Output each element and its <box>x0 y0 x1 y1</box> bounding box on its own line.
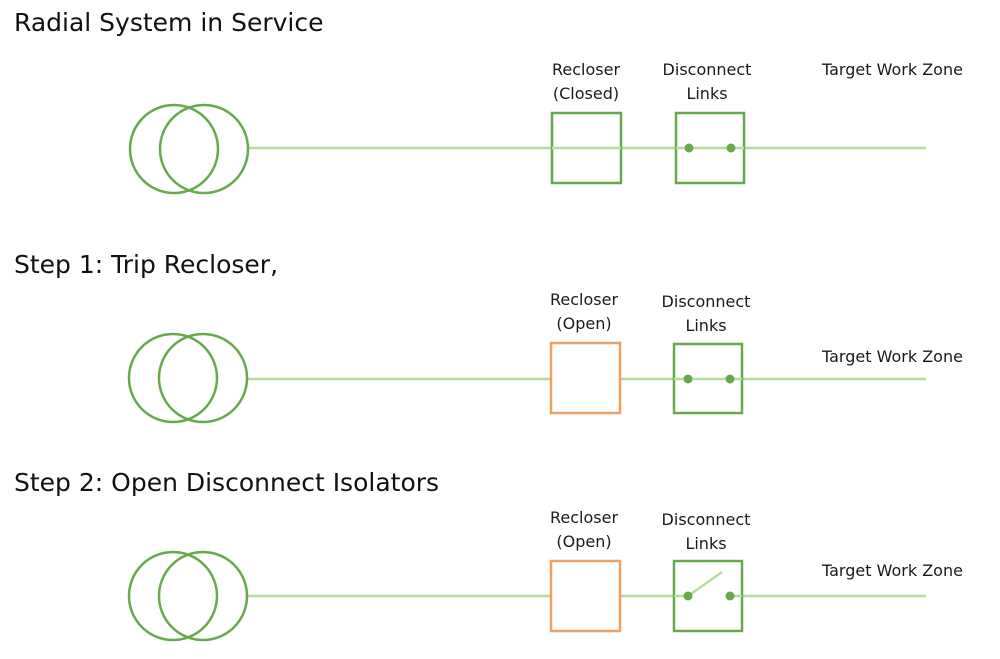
panel-title: Step 2: Open Disconnect Isolators <box>14 468 440 497</box>
recloser-label-line2: (Open) <box>556 532 612 551</box>
panel-step-1: Step 1: Trip Recloser, Recloser (Open) D… <box>14 250 963 366</box>
disconnect-label-line2: Links <box>686 84 728 103</box>
transformer-icon <box>128 103 250 195</box>
panel-title: Radial System in Service <box>14 8 324 37</box>
recloser-label-line1: Recloser <box>549 290 619 309</box>
disconnect-contact-icon <box>725 374 735 384</box>
disconnect-contact-icon <box>726 143 736 153</box>
disconnect-label: Disconnect Links <box>650 290 762 338</box>
circuit-step-1 <box>127 332 926 424</box>
panel-in-service: Radial System in Service Recloser (Close… <box>0 0 1000 230</box>
transformer-icon <box>127 332 249 424</box>
panel-title: Step 1: Trip Recloser, <box>14 250 279 279</box>
disconnect-label-line2: Links <box>685 534 727 553</box>
recloser-open-icon <box>549 559 622 633</box>
recloser-label: Recloser (Open) <box>534 288 634 336</box>
disconnect-contact-icon <box>683 591 693 601</box>
circuit-step-2 <box>127 550 926 642</box>
disconnect-label-line1: Disconnect <box>662 60 752 79</box>
recloser-label-line2: (Open) <box>556 314 612 333</box>
recloser-label-line1: Recloser <box>549 508 619 527</box>
recloser-open-icon <box>549 341 622 415</box>
target-work-zone-label: Target Work Zone <box>822 60 963 79</box>
disconnect-contact-icon <box>725 591 735 601</box>
disconnect-label: Disconnect Links <box>651 58 763 106</box>
disconnect-label-line2: Links <box>685 316 727 335</box>
transformer-icon <box>127 550 249 642</box>
disconnect-contact-icon <box>683 374 693 384</box>
disconnect-label-line1: Disconnect <box>661 292 751 311</box>
recloser-label: Recloser (Open) <box>534 506 634 554</box>
target-work-zone-label: Target Work Zone <box>822 561 963 580</box>
recloser-label: Recloser (Closed) <box>536 58 636 106</box>
disconnect-open-blade <box>687 570 723 598</box>
recloser-label-line2: (Closed) <box>552 84 620 103</box>
disconnect-label-line1: Disconnect <box>661 510 751 529</box>
disconnect-label: Disconnect Links <box>650 508 762 556</box>
target-work-zone-label: Target Work Zone <box>822 347 963 366</box>
recloser-label-line1: Recloser <box>551 60 621 79</box>
circuit-in-service <box>128 103 926 195</box>
disconnect-contact-icon <box>684 143 694 153</box>
